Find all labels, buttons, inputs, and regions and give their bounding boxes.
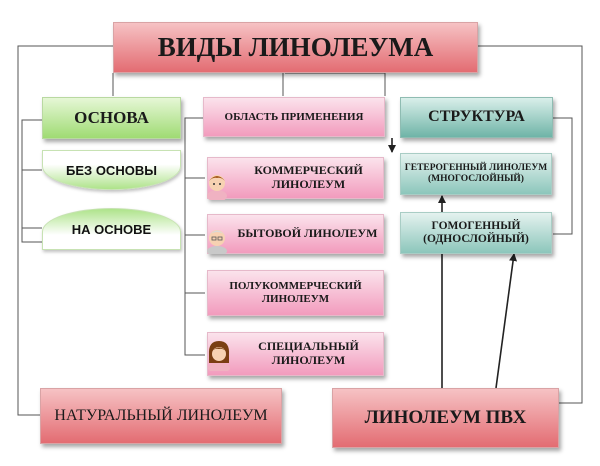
base-header: ОСНОВА xyxy=(42,97,181,139)
person-grandmother-icon xyxy=(207,230,227,254)
base-item-on-base-text: НА ОСНОВЕ xyxy=(71,221,152,237)
base-header-text: ОСНОВА xyxy=(74,108,149,128)
person-girl-icon xyxy=(208,341,230,371)
application-header: ОБЛАСТЬ ПРИМЕНЕНИЯ xyxy=(203,97,385,137)
base-item-without-base: БЕЗ ОСНОВЫ xyxy=(42,150,181,190)
application-item-semi-commercial-text: ПОЛУКОММЕРЧЕСКИЙ ЛИНОЛЕУМ xyxy=(229,280,362,305)
arrow-pvc-to-homogeneous xyxy=(495,253,518,389)
structure-item-heterogeneous: ГЕТЕРОГЕННЫЙ ЛИНОЛЕУМ (МНОГОСЛОЙНЫЙ) xyxy=(400,153,552,195)
application-item-household: БЫТОВОЙ ЛИНОЛЕУМ xyxy=(207,214,384,254)
base-item-without-base-text: БЕЗ ОСНОВЫ xyxy=(66,162,157,178)
application-item-household-text: БЫТОВОЙ ЛИНОЛЕУМ xyxy=(237,226,378,241)
connector-title-natural xyxy=(17,45,113,416)
application-header-text: ОБЛАСТЬ ПРИМЕНЕНИЯ xyxy=(224,110,364,123)
natural-linoleum-box: НАТУРАЛЬНЫЙ ЛИНОЛЕУМ xyxy=(40,388,282,444)
application-item-commercial: КОММЕРЧЕСКИЙ ЛИНОЛЕУМ xyxy=(207,157,384,199)
connector-base-bracket xyxy=(21,119,42,243)
structure-header: СТРУКТУРА xyxy=(400,97,553,138)
connector-structure-bracket xyxy=(553,117,573,235)
person-boy-icon xyxy=(207,175,227,200)
pvc-linoleum-text: ЛИНОЛЕУМ ПВХ xyxy=(364,407,527,429)
structure-item-homogeneous: ГОМОГЕННЫЙ (ОДНОСЛОЙНЫЙ) xyxy=(400,212,552,254)
structure-item-homogeneous-text: ГОМОГЕННЫЙ (ОДНОСЛОЙНЫЙ) xyxy=(423,219,529,245)
application-item-semi-commercial: ПОЛУКОММЕРЧЕСКИЙ ЛИНОЛЕУМ xyxy=(207,270,384,316)
diagram-title-text: ВИДЫ ЛИНОЛЕУМА xyxy=(157,31,434,62)
application-item-special: СПЕЦИАЛЬНЫЙ ЛИНОЛЕУМ xyxy=(207,332,384,376)
natural-linoleum-text: НАТУРАЛЬНЫЙ ЛИНОЛЕУМ xyxy=(54,406,268,424)
connector-application-bracket xyxy=(184,117,205,356)
structure-item-heterogeneous-text: ГЕТЕРОГЕННЫЙ ЛИНОЛЕУМ (МНОГОСЛОЙНЫЙ) xyxy=(404,163,548,184)
connector-title-pvc xyxy=(478,45,583,404)
pvc-linoleum-box: ЛИНОЛЕУМ ПВХ xyxy=(332,388,559,448)
application-item-special-text: СПЕЦИАЛЬНЫЙ ЛИНОЛЕУМ xyxy=(258,339,359,367)
application-item-commercial-text: КОММЕРЧЕСКИЙ ЛИНОЛЕУМ xyxy=(254,163,363,191)
structure-header-text: СТРУКТУРА xyxy=(428,108,525,126)
base-item-on-base: НА ОСНОВЕ xyxy=(42,208,181,250)
diagram-title: ВИДЫ ЛИНОЛЕУМА xyxy=(113,22,478,73)
